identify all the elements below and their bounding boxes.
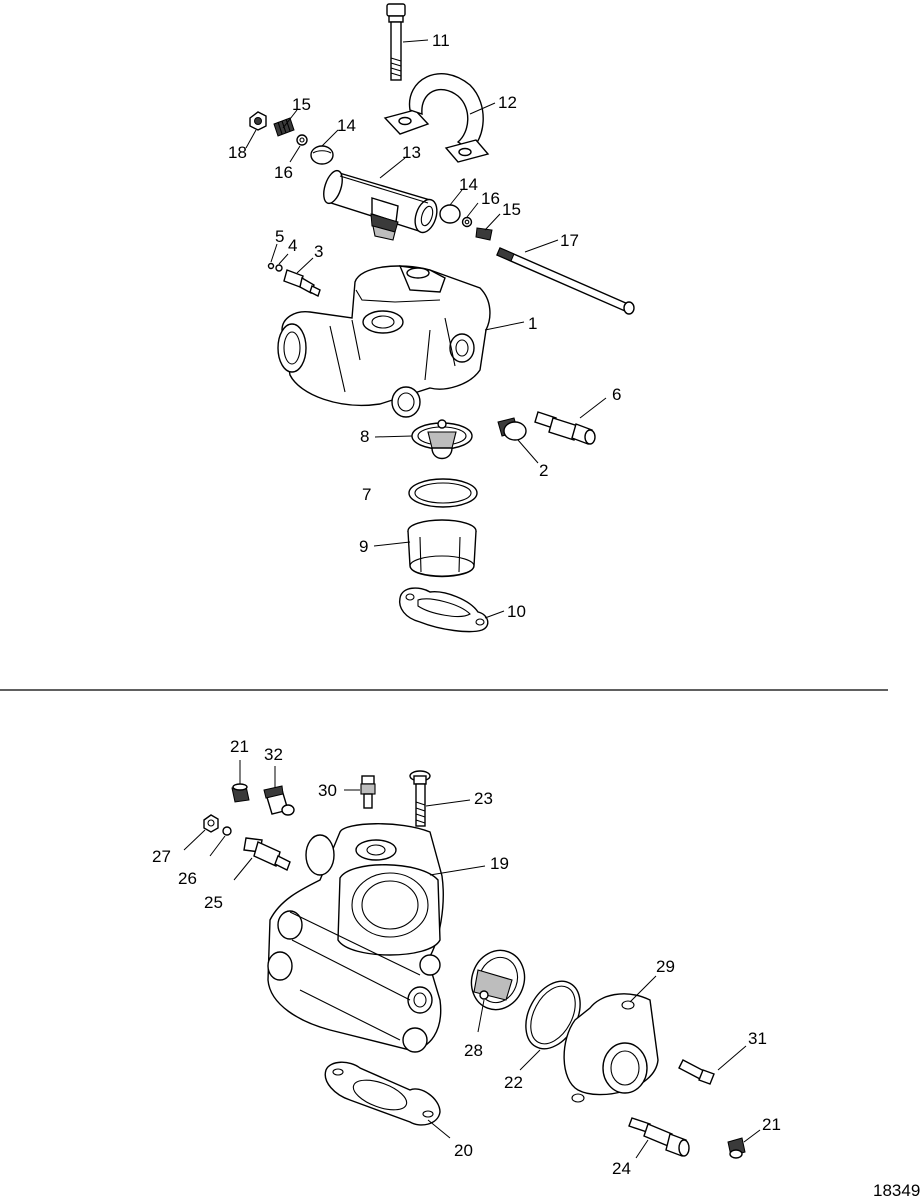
callout-10: 10: [507, 602, 526, 621]
callout-14: 14: [459, 175, 478, 194]
callout-15: 15: [502, 200, 521, 219]
part-19-housing: [267, 823, 444, 1053]
part-6-sender: [534, 411, 596, 445]
part-7-seal-ring: [408, 478, 478, 508]
callout-30: 30: [318, 781, 337, 800]
callout-14: 14: [337, 116, 356, 135]
part-21-plug-lower: [727, 1137, 746, 1159]
part-3-sensor: [283, 269, 321, 297]
callout-20: 20: [454, 1141, 473, 1160]
part-26-washer: [222, 826, 232, 836]
callout-24: 24: [612, 1159, 631, 1178]
callout-6: 6: [612, 385, 621, 404]
callout-23: 23: [474, 789, 493, 808]
figure-id: 18349: [873, 1181, 920, 1200]
callout-21: 21: [762, 1115, 781, 1134]
callout-32: 32: [264, 745, 283, 764]
part-31-bolt: [678, 1059, 715, 1085]
callout-21: 21: [230, 737, 249, 756]
part-27-nut: [203, 814, 219, 833]
part-12-bracket: [383, 73, 490, 163]
top-assembly: 11 12 15 14 18 16 13 14 16 15 5 4 3 17 1…: [228, 3, 635, 633]
part-17-rod: [496, 247, 635, 315]
callout-12: 12: [498, 93, 517, 112]
part-16-washer-right: [461, 216, 473, 228]
part-10-gasket: [398, 587, 489, 633]
top-leader-lines: [245, 39, 607, 619]
bottom-callouts: 21 32 30 23 27 26 25 19 29 31 28 22 20 2…: [152, 737, 781, 1178]
top-callouts: 11 12 15 14 18 16 13 14 16 15 5 4 3 17 1…: [228, 31, 621, 621]
callout-19: 19: [490, 854, 509, 873]
callout-5: 5: [275, 227, 284, 246]
callout-16: 16: [481, 189, 500, 208]
callout-9: 9: [359, 537, 368, 556]
part-28-thermostat: [470, 949, 526, 1011]
part-9-sleeve: [407, 519, 477, 578]
part-1-thermostat-housing: [277, 265, 491, 418]
part-15-stud-right: [475, 227, 493, 241]
part-20-gasket: [324, 1061, 441, 1126]
callout-4: 4: [288, 236, 297, 255]
part-30-fitting: [360, 775, 376, 809]
part-29-cover: [563, 993, 659, 1103]
callout-22: 22: [504, 1073, 523, 1092]
callout-11: 11: [432, 31, 450, 50]
callout-31: 31: [748, 1029, 767, 1048]
callout-15: 15: [292, 95, 311, 114]
bottom-assembly: 21 32 30 23 27 26 25 19 29 31 28 22 20 2…: [152, 737, 781, 1178]
part-8-thermostat: [411, 419, 473, 460]
part-2-plug: [497, 417, 527, 441]
part-13-tee-fitting: [323, 169, 438, 241]
callout-28: 28: [464, 1041, 483, 1060]
part-24-sender: [628, 1117, 690, 1157]
part-32-adapter: [263, 785, 295, 816]
callout-26: 26: [178, 869, 197, 888]
part-14-plug-right: [439, 204, 461, 224]
callout-18: 18: [228, 143, 247, 162]
callout-1: 1: [528, 314, 537, 333]
callout-3: 3: [314, 242, 323, 261]
callout-29: 29: [656, 957, 675, 976]
part-14-plug-left: [310, 145, 334, 165]
part-5-clip: [267, 262, 275, 270]
part-4-washer: [275, 264, 283, 272]
part-25-sensor: [243, 837, 291, 871]
part-11-bolt: [386, 3, 406, 81]
callout-27: 27: [152, 847, 171, 866]
callout-25: 25: [204, 893, 223, 912]
bottom-leader-lines: [183, 760, 761, 1159]
callout-16: 16: [274, 163, 293, 182]
part-18-nut-left: [249, 111, 267, 131]
callout-2: 2: [539, 461, 548, 480]
part-16-washer-left: [296, 134, 308, 146]
callout-8: 8: [360, 427, 369, 446]
callout-17: 17: [560, 231, 579, 250]
callout-7: 7: [362, 485, 371, 504]
part-23-bolt: [409, 770, 431, 827]
callout-13: 13: [402, 143, 421, 162]
part-21-plug-upper: [231, 783, 250, 803]
